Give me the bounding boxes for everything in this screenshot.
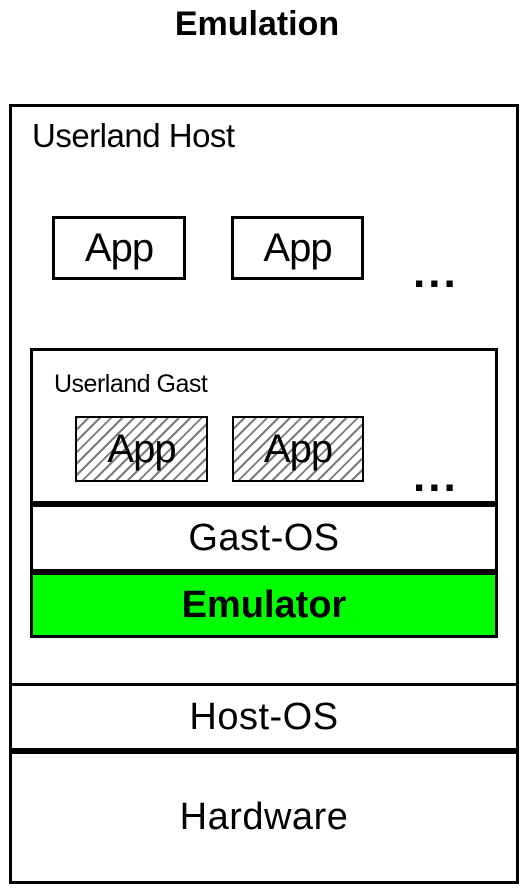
guest-app-box-1: App [75, 416, 208, 482]
diagram-title: Emulation [174, 5, 340, 43]
host-more-apps-ellipsis: ... [413, 248, 459, 297]
guest-more-apps-ellipsis: ... [413, 452, 459, 501]
userland-guest-label: Userland Gast [54, 370, 208, 398]
host-os-layer: Host-OS [9, 683, 519, 751]
hardware-layer: Hardware [9, 751, 519, 884]
host-app-box-1: App [52, 216, 186, 280]
guest-app-box-2: App [232, 416, 364, 482]
emulator-layer: Emulator [30, 572, 498, 638]
userland-host-label: Userland Host [32, 117, 235, 154]
userland-guest-frame [30, 348, 498, 504]
host-app-box-2: App [231, 216, 364, 280]
guest-os-layer: Gast-OS [30, 504, 498, 572]
